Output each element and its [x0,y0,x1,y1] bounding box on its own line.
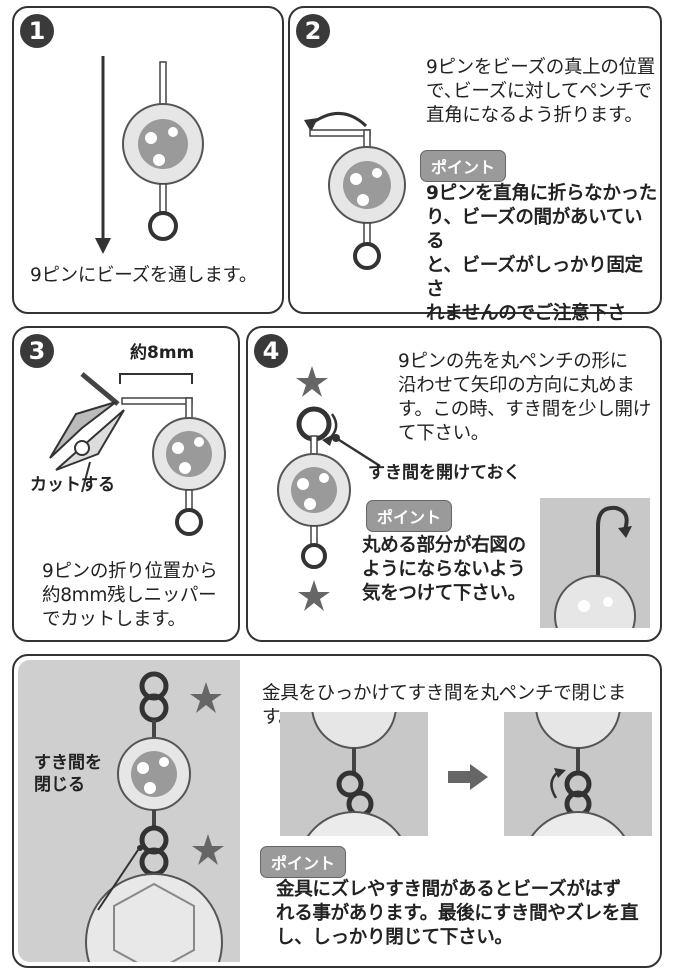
gap-pointer-line [332,434,381,468]
step-4-number: 4 [254,334,288,368]
dimension-label: 約8mm [130,343,195,363]
close-gap-label: すき間を 閉じる [34,753,102,795]
step-2-illustration [304,112,406,270]
wrong-example-image [540,498,650,657]
step-4-point-text: 丸める部分が右図の ようにならないよう 気をつけて下さい。 [362,535,526,604]
assembled-bead-image [18,660,240,973]
before-close-image [280,663,428,925]
step-5-point-badge: ポイント [260,846,347,878]
step-1-illustration [95,56,204,254]
step-3-illustration [49,372,226,536]
gap-label: すき間を開けておく [368,463,521,483]
step-2-panel: 2 9ピンをビーズの真上の位置 で､ビーズに対してペンチで 直角になるよう折りま… [288,6,662,348]
step-4-text: 9ピンの先を丸ペンチの形に 沿わせて矢印の方向に丸めま す。この時、すき間を少し… [398,351,651,444]
step-3-number: 3 [20,334,54,368]
step-2-text: 9ピンをビーズの真上の位置 で､ビーズに対してペンチで 直角になるよう折ります。 [426,57,655,126]
cut-label: カットする [30,475,115,495]
step-1-number: 1 [20,14,54,48]
step-1-panel: 1 9ピンにビーズを通します。 [12,6,284,314]
step-4-illustration [277,366,351,611]
step-1-text: 9ピンにビーズを通します。 [30,265,258,286]
step-2-point-text: 9ピンを直角に折らなかった り、ビーズの間があいている と、ビーズがしっかり固定… [426,183,657,348]
after-close-image [504,663,652,925]
step-3-text: 9ピンの折り位置から 約8mm残しニッパー でカットします。 [42,561,218,630]
step-5-panel: 5 すき間を 閉じる 金具をひっかけてすき間を丸ペンチで閉じます。 [12,654,662,973]
step-2-number: 2 [296,14,330,48]
step-4-panel: 4 9ピンの先を丸ペンチの形に 沿わせて矢印の方向に丸めま す。この時、すき間を… [246,326,662,657]
right-arrow-icon [448,764,488,790]
step-5-point-text: 金具にズレやすき間があるとビーズがはず れる事があります。最後にすき間やズレを直… [276,879,639,948]
step-3-panel: 3 約8mm カットする 9ピンの折り位置から 約8mm残しニッパー でカットし… [12,326,240,642]
step-4-point-badge: ポイント [366,500,453,532]
step-2-point-badge: ポイント [420,150,507,182]
